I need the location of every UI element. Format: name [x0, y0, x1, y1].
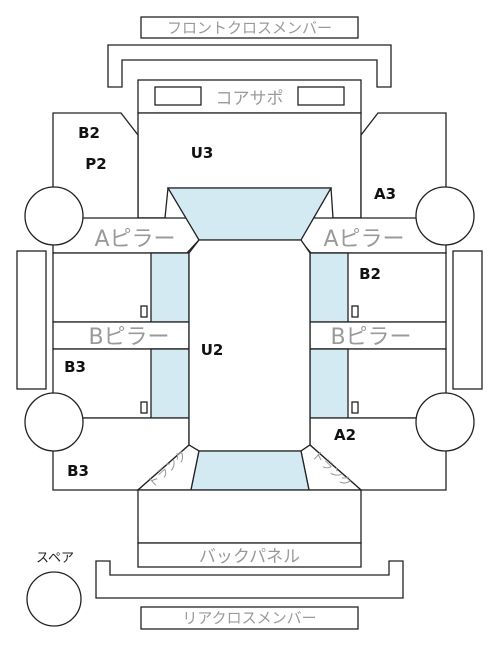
front-left-door-handle — [140, 305, 148, 318]
front-right-door-handle — [351, 305, 359, 318]
rear-left-door-handle — [140, 401, 148, 414]
core-support-right-slot — [297, 86, 345, 106]
grade-front-left-top: B2 — [78, 124, 100, 142]
spare-label: スペア — [36, 551, 74, 566]
front-cross-member-box — [140, 16, 359, 39]
front-right-door-window — [309, 252, 349, 323]
right-side-sill — [452, 250, 483, 390]
grade-rear-right: A2 — [334, 426, 356, 444]
rear-cross-member-label: リアクロスメンバー — [182, 609, 316, 627]
rear-left-door-window — [150, 348, 190, 419]
rear-cross-member-box — [140, 606, 359, 630]
a-pillar-left-label: Aピラー — [94, 227, 175, 252]
core-support-left-slot — [154, 86, 202, 106]
grade-hood: U3 — [191, 144, 214, 162]
grade-rear-left: B3 — [67, 462, 89, 480]
left-side-sill — [16, 250, 47, 390]
front-right-wheel — [415, 186, 475, 246]
rear-right-wheel — [415, 392, 475, 452]
front-cross-member-label: フロントクロスメンバー — [167, 19, 332, 37]
back-panel — [137, 542, 362, 568]
core-support-label: コアサポ — [216, 89, 284, 109]
front-left-door-window — [150, 252, 190, 323]
rear-window — [190, 450, 310, 491]
grade-front-door-right: B2 — [359, 265, 381, 283]
a-pillar-right-label: Aピラー — [323, 227, 404, 252]
trunk-lid — [137, 489, 362, 544]
b-pillar-right — [309, 321, 447, 350]
grade-front-left-bottom: P2 — [85, 155, 106, 173]
b-pillar-right-label: Bピラー — [330, 325, 411, 350]
grade-rear-door-left: B3 — [64, 358, 86, 376]
front-left-wheel — [24, 186, 84, 246]
back-panel-label: バックパネル — [199, 547, 300, 567]
rear-left-wheel — [24, 392, 84, 452]
front-bumper — [107, 44, 392, 88]
b-pillar-left-label: Bピラー — [88, 325, 169, 350]
rear-right-door-window — [309, 348, 349, 419]
grade-roof: U2 — [201, 341, 224, 359]
rear-bumper — [95, 560, 404, 599]
rear-right-door-handle — [351, 401, 359, 414]
spare-tire — [26, 571, 82, 627]
grade-front-right: A3 — [374, 185, 396, 203]
